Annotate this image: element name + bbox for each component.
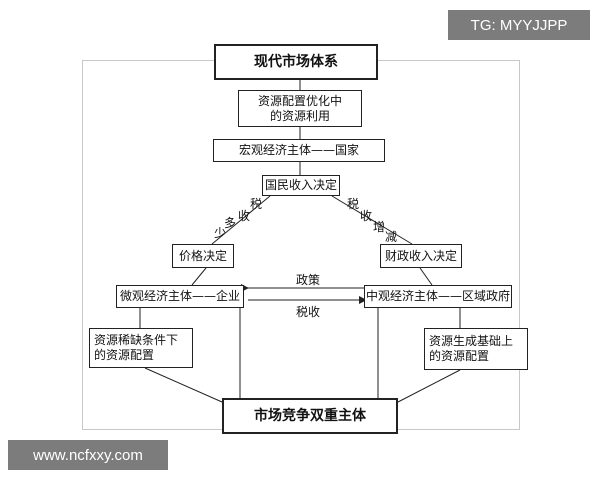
node-price-determination: 价格决定 xyxy=(172,244,234,268)
label-right-tax-4: 减 xyxy=(385,230,398,244)
label-left-tax-2: 收 xyxy=(238,209,251,223)
node-modern-market-system: 现代市场体系 xyxy=(214,44,378,80)
label-left-tax-4: 多 xyxy=(224,216,237,230)
label-tax-revenue: 税收 xyxy=(296,305,321,319)
label-left-tax-3: 少 xyxy=(214,226,227,240)
label-right-tax-1: 税 xyxy=(347,197,360,211)
label-left-tax-1: 税 xyxy=(250,197,263,211)
node-fiscal-revenue-determination: 财政收入决定 xyxy=(380,244,462,268)
node-macro-entity-state: 宏观经济主体——国家 xyxy=(213,139,385,162)
node-dual-market-competition-entities: 市场竞争双重主体 xyxy=(222,398,398,434)
node-national-income-determination: 国民收入决定 xyxy=(262,175,340,196)
node-allocation-on-generation: 资源生成基础上 的资源配置 xyxy=(424,328,528,370)
node-allocation-under-scarcity: 资源稀缺条件下 的资源配置 xyxy=(89,328,193,368)
node-resource-allocation-optimization: 资源配置优化中 的资源利用 xyxy=(238,90,362,127)
watermark-telegram: TG: MYYJJPP xyxy=(448,10,590,40)
watermark-website: www.ncfxxy.com xyxy=(8,440,168,470)
label-right-tax-3: 增 xyxy=(373,220,386,234)
node-meso-entity-regional-government: 中观经济主体——区域政府 xyxy=(364,285,512,308)
label-right-tax-2: 收 xyxy=(360,209,373,223)
label-policy: 政策 xyxy=(296,273,321,287)
node-micro-entity-enterprise: 微观经济主体——企业 xyxy=(116,285,244,308)
